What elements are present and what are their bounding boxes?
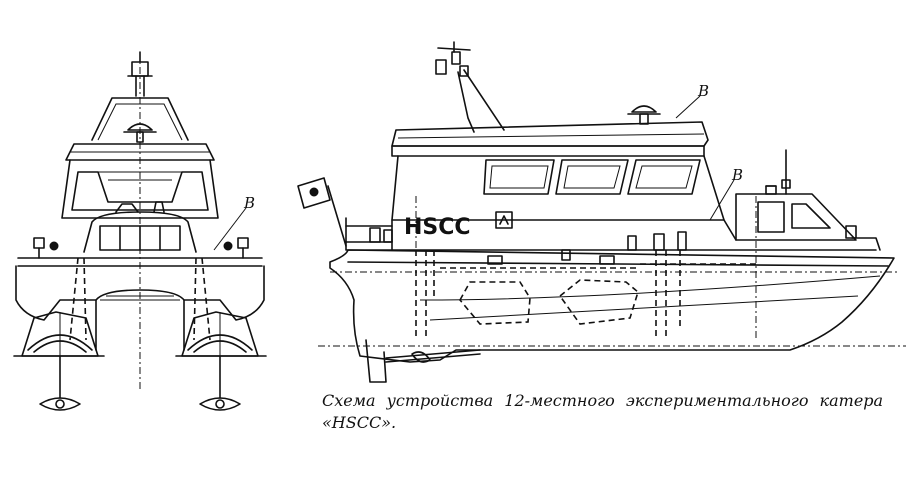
caption-line-1: Схема устройства 12-местного эксперимент… [322, 391, 884, 410]
hull-name-text: HSCC [404, 215, 471, 240]
side-roof [391, 121, 709, 147]
side-propulsion [365, 339, 481, 383]
side-wheelhouse [391, 155, 725, 221]
side-view: HSCC [297, 41, 906, 383]
front-roof [65, 143, 215, 161]
front-view: B [13, 51, 267, 411]
side-callout-b-upper: B [697, 82, 709, 100]
front-left-demihull [13, 311, 105, 411]
front-hull [15, 265, 265, 321]
side-internal-layout [415, 231, 760, 340]
forward-cabin [735, 149, 857, 241]
caption-line-2: «HSCC». [322, 413, 397, 432]
side-mast [435, 41, 505, 133]
front-right-demihull [175, 311, 267, 411]
front-radar-dome [123, 123, 157, 143]
front-mast-light [127, 51, 153, 97]
front-cabin [83, 211, 197, 253]
front-arch [91, 97, 189, 141]
side-hull [329, 249, 895, 363]
front-callout-b: B [243, 194, 255, 212]
stern-flag [297, 177, 347, 247]
side-callout-b-lower: B [731, 166, 743, 184]
figure-caption: Схема устройства 12-местного эксперимент… [322, 390, 904, 434]
side-radar-dome [627, 105, 661, 125]
side-wheelhouse-windows [483, 159, 701, 195]
